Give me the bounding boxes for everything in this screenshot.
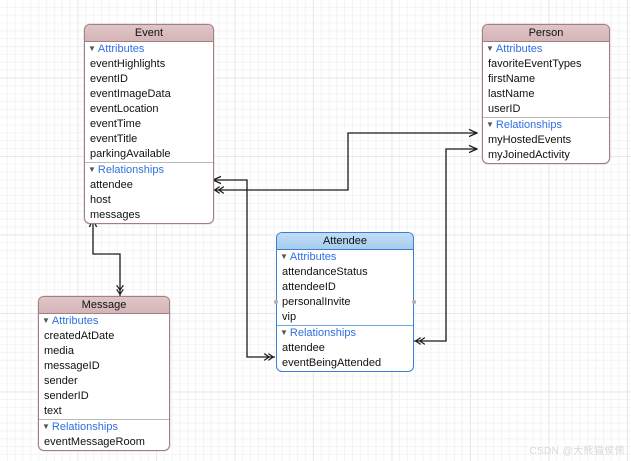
entity-event-relationships-header[interactable]: ▼Relationships xyxy=(85,162,213,178)
resize-handle-left[interactable] xyxy=(274,300,278,304)
chevron-down-icon: ▼ xyxy=(42,316,50,325)
attributes-label: Attributes xyxy=(97,43,145,55)
attribute-row[interactable]: senderID xyxy=(44,390,89,402)
chevron-down-icon: ▼ xyxy=(42,422,50,431)
attribute-row[interactable]: firstName xyxy=(488,73,536,85)
attribute-row[interactable]: eventHighlights xyxy=(90,58,166,70)
chevron-down-icon: ▼ xyxy=(280,328,288,337)
wire-event-host-person-hosted xyxy=(213,133,477,190)
attribute-row[interactable]: createdAtDate xyxy=(44,330,115,342)
entity-message[interactable]: Message ▼Attributes createdAtDate media … xyxy=(38,296,170,451)
entity-attendee[interactable]: Attendee ▼Attributes attendanceStatus at… xyxy=(276,232,414,372)
wire-attendee-person xyxy=(414,149,477,341)
entity-person-relationships-header[interactable]: ▼Relationships xyxy=(483,117,609,133)
attributes-label: Attributes xyxy=(51,315,99,327)
watermark: CSDN @大熊猫侯佩 xyxy=(529,446,625,457)
attribute-row[interactable]: media xyxy=(44,345,74,357)
attribute-row[interactable]: text xyxy=(44,405,62,417)
attribute-row[interactable]: eventTitle xyxy=(90,133,138,145)
attribute-row[interactable]: personalInvite xyxy=(282,296,351,308)
relationship-row[interactable]: myJoinedActivity xyxy=(488,149,570,161)
entity-message-attributes-header[interactable]: ▼Attributes xyxy=(39,314,169,329)
entity-person-title: Person xyxy=(483,25,609,42)
relationship-row[interactable]: host xyxy=(90,194,111,206)
attributes-label: Attributes xyxy=(289,251,337,263)
wire-event-messages-message xyxy=(93,219,120,296)
attribute-row[interactable]: userID xyxy=(488,103,521,115)
relationship-row[interactable]: eventBeingAttended xyxy=(282,357,382,369)
entity-message-relationships-header[interactable]: ▼Relationships xyxy=(39,419,169,435)
attribute-row[interactable]: eventLocation xyxy=(90,103,159,115)
relationships-label: Relationships xyxy=(289,327,356,339)
chevron-down-icon: ▼ xyxy=(280,252,288,261)
relationship-row[interactable]: attendee xyxy=(90,179,133,191)
attribute-row[interactable]: attendeeID xyxy=(282,281,336,293)
chevron-down-icon: ▼ xyxy=(486,44,494,53)
attribute-row[interactable]: messageID xyxy=(44,360,100,372)
entity-event-title: Event xyxy=(85,25,213,42)
attribute-row[interactable]: lastName xyxy=(488,88,535,100)
attribute-row[interactable]: vip xyxy=(282,311,297,323)
entity-attendee-attributes-header[interactable]: ▼Attributes xyxy=(277,250,413,265)
chevron-down-icon: ▼ xyxy=(88,165,96,174)
relationship-row[interactable]: attendee xyxy=(282,342,325,354)
entity-message-title: Message xyxy=(39,297,169,314)
attribute-row[interactable]: attendanceStatus xyxy=(282,266,368,278)
entity-event[interactable]: Event ▼Attributes eventHighlights eventI… xyxy=(84,24,214,224)
entity-person-attributes-header[interactable]: ▼Attributes xyxy=(483,42,609,57)
relationship-row[interactable]: myHostedEvents xyxy=(488,134,572,146)
wire-attendee-event xyxy=(213,180,275,357)
entity-person[interactable]: Person ▼Attributes favoriteEventTypes fi… xyxy=(482,24,610,164)
relationships-label: Relationships xyxy=(495,119,562,131)
attribute-row[interactable]: parkingAvailable xyxy=(90,148,171,160)
attributes-label: Attributes xyxy=(495,43,543,55)
attribute-row[interactable]: eventID xyxy=(90,73,128,85)
attribute-row[interactable]: favoriteEventTypes xyxy=(488,58,582,70)
attribute-row[interactable]: eventTime xyxy=(90,118,141,130)
entity-event-attributes-header[interactable]: ▼Attributes xyxy=(85,42,213,57)
chevron-down-icon: ▼ xyxy=(88,44,96,53)
attribute-row[interactable]: sender xyxy=(44,375,78,387)
entity-attendee-title: Attendee xyxy=(277,233,413,250)
relationship-row[interactable]: messages xyxy=(90,209,141,221)
relationships-label: Relationships xyxy=(51,421,118,433)
entity-attendee-relationships-header[interactable]: ▼Relationships xyxy=(277,325,413,341)
relationships-label: Relationships xyxy=(97,164,164,176)
resize-handle-right[interactable] xyxy=(412,300,416,304)
relationship-row[interactable]: eventMessageRoom xyxy=(44,436,145,448)
attribute-row[interactable]: eventImageData xyxy=(90,88,171,100)
chevron-down-icon: ▼ xyxy=(486,120,494,129)
